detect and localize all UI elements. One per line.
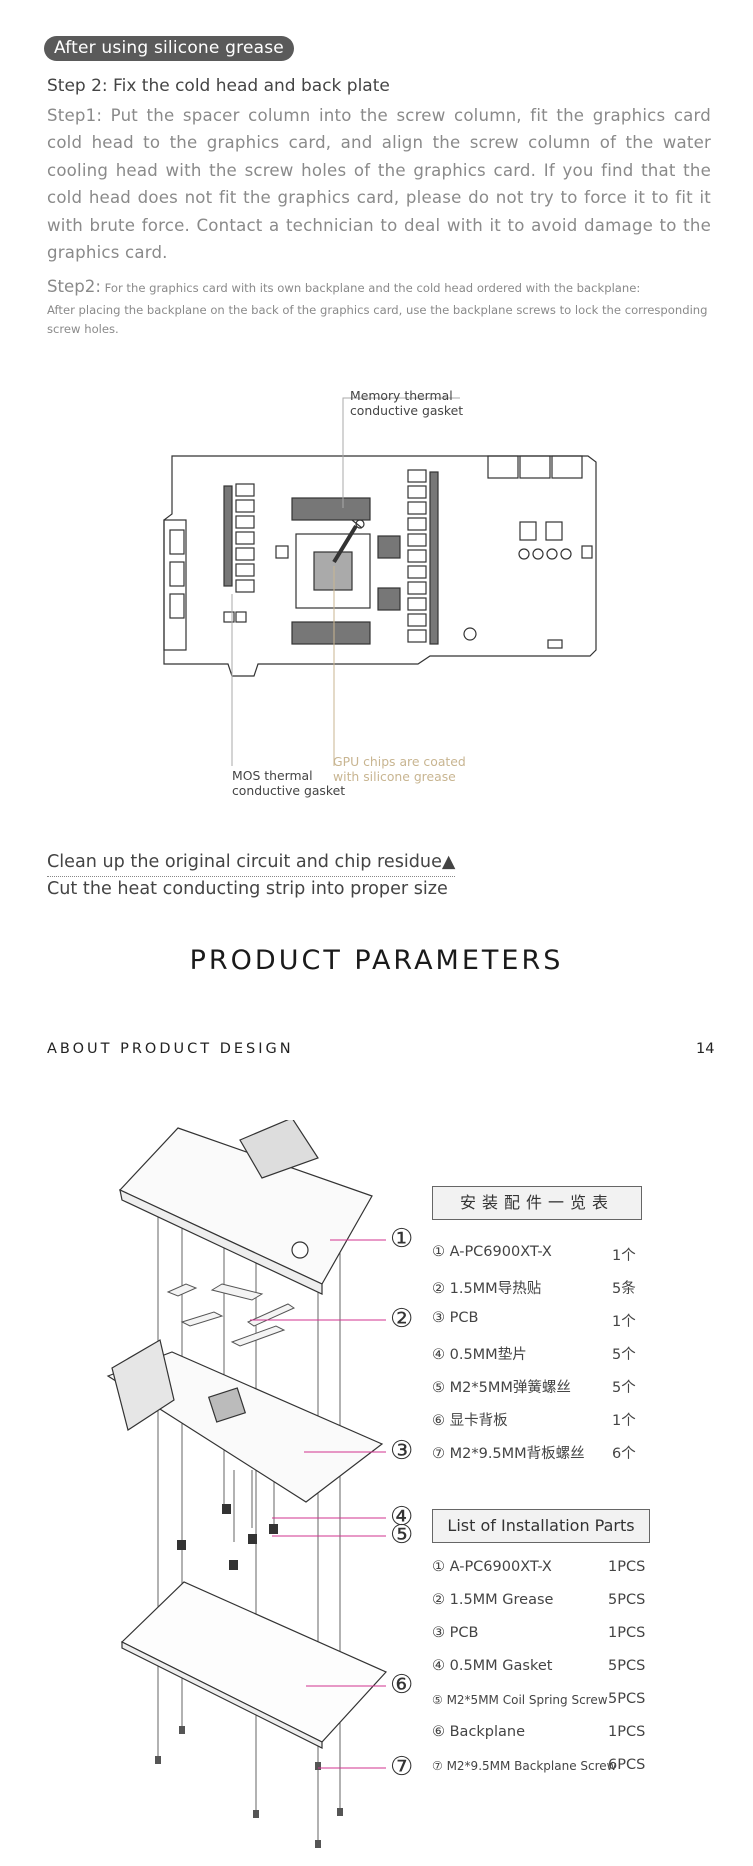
vrm-right [407,469,427,643]
callout-1: ① [390,1224,414,1254]
callout-6: ⑥ [390,1670,414,1700]
callout-5: ⑤ [390,1520,414,1550]
list-item-qty: 6个 [612,1446,636,1462]
parts-list-en-title: List of Installation Parts [432,1509,650,1543]
memory-gasket-label: Memory thermal conductive gasket [350,388,463,418]
list-item: ② 1.5MM Grease [432,1592,554,1608]
memory-label-line2: conductive gasket [350,403,464,418]
list-item: ⑤ M2*5MM弹簧螺丝 [432,1380,571,1396]
list-item-qty: 1PCS [608,1559,646,1575]
status-badge: After using silicone grease [44,36,294,61]
list-item-qty: 1PCS [608,1724,646,1740]
mos-label-line2: conductive gasket [232,783,346,798]
step1-paragraph: Step1: Put the spacer column into the sc… [47,106,711,263]
mos-label-line1: MOS thermal [232,768,313,783]
clean-note-text: Clean up the original circuit and chip r… [47,852,442,872]
list-item-qty: 5PCS [608,1691,646,1707]
page-title: PRODUCT PARAMETERS [189,945,564,976]
section-heading: Step 2: Fix the cold head and back plate [47,76,390,96]
step2-lead: Step2: [47,277,101,296]
parts-list-cn-title: 安装配件一览表 [432,1186,642,1220]
list-item-qty: 1个 [612,1413,636,1429]
memory-label-line1: Memory thermal [350,388,453,403]
list-item-qty: 6PCS [608,1757,646,1773]
list-item: ⑥ 显卡背板 [432,1413,508,1429]
cut-note: Cut the heat conducting strip into prope… [47,879,448,899]
callout-4: ④ [390,1502,414,1532]
list-item-qty: 1个 [612,1248,636,1264]
exploded-view-diagram [106,1120,388,1848]
step2-continuation: After placing the backplane on the back … [47,303,708,336]
triangle-icon: ▲ [441,852,456,872]
gpu-label-line1: GPU chips are coated [333,754,466,769]
gpu-label-line2: with silicone grease [333,769,456,784]
list-item-qty: 5条 [612,1281,636,1297]
list-item-qty: 5个 [612,1347,636,1363]
list-item: ② 1.5MM导热贴 [432,1281,542,1297]
list-item-qty: 1PCS [608,1625,646,1641]
list-item-qty: 5PCS [608,1592,646,1608]
vrm-left [235,483,255,593]
list-item: ① A-PC6900XT-X [432,1244,552,1260]
list-item: ⑦ M2*9.5MM背板螺丝 [432,1446,585,1462]
callout-3: ③ [390,1436,414,1466]
list-item: ⑦ M2*9.5MM Backplane Screw [432,1759,617,1773]
list-item: ⑥ Backplane [432,1724,526,1740]
step2-paragraph: Step2: For the graphics card with its ow… [47,277,727,296]
list-item: ⑤ M2*5MM Coil Spring Screw [432,1693,608,1707]
list-item-qty: 1个 [612,1314,636,1330]
list-item: ④ 0.5MM垫片 [432,1347,527,1363]
graphics-card-diagram [163,397,597,766]
list-item: ③ PCB [432,1625,479,1641]
callout-2: ② [390,1304,414,1334]
page-number: 14 [696,1041,715,1057]
list-item: ③ PCB [432,1310,479,1326]
list-item: ① A-PC6900XT-X [432,1559,552,1575]
gpu-grease-label: GPU chips are coated with silicone greas… [333,754,466,784]
list-item-qty: 5PCS [608,1658,646,1674]
list-item: ④ 0.5MM Gasket [432,1658,553,1674]
mos-gasket-label: MOS thermal conductive gasket [232,768,345,798]
step2-text: For the graphics card with its own backp… [100,281,641,295]
callout-7: ⑦ [390,1752,414,1782]
clean-note: Clean up the original circuit and chip r… [47,852,456,877]
list-item-qty: 5个 [612,1380,636,1396]
section-label: ABOUT PRODUCT DESIGN [47,1041,294,1057]
